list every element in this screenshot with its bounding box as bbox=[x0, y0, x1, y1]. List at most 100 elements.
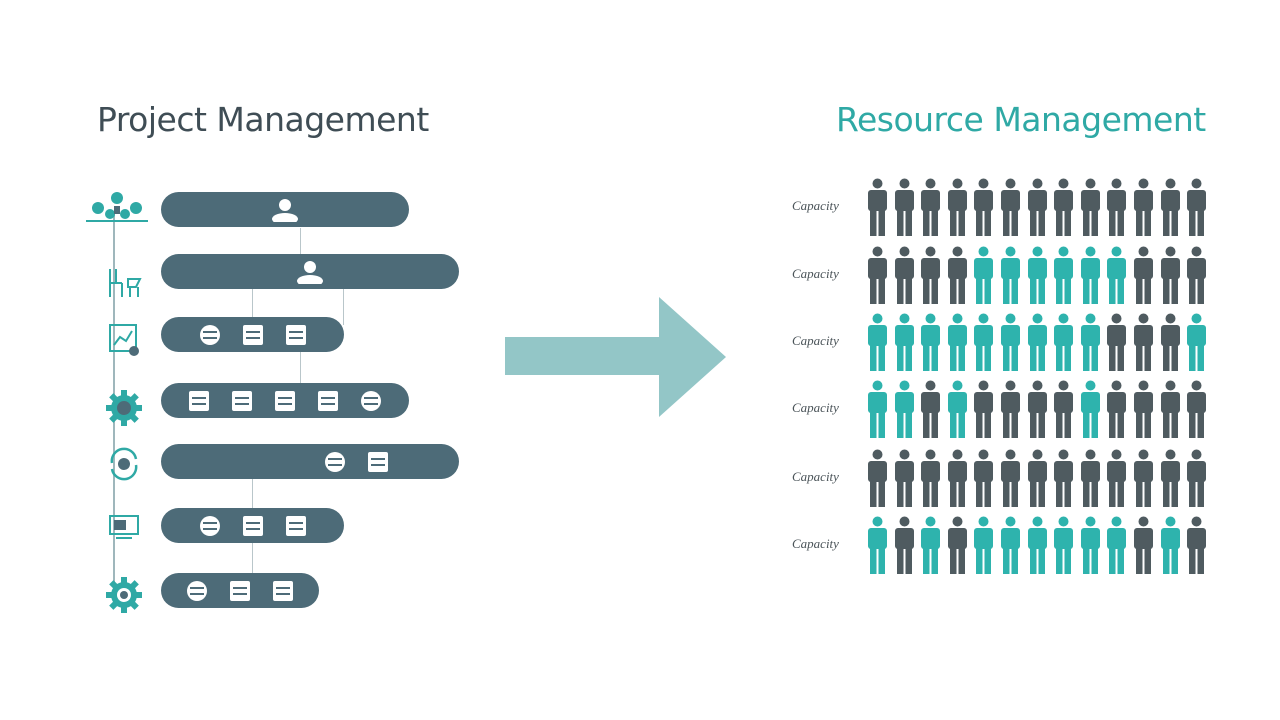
document-icon bbox=[285, 324, 306, 345]
person-icon bbox=[1054, 178, 1074, 236]
document-icon bbox=[230, 580, 250, 601]
person-icon bbox=[1080, 516, 1100, 574]
task-bar[interactable] bbox=[161, 444, 459, 479]
document-icon bbox=[273, 580, 293, 601]
person-icon bbox=[1080, 380, 1100, 438]
connector bbox=[252, 289, 253, 317]
document-icon bbox=[199, 324, 220, 345]
capacity-row bbox=[866, 449, 1208, 507]
person-icon bbox=[1000, 516, 1020, 574]
document-icon bbox=[325, 451, 345, 472]
document-icon bbox=[242, 324, 263, 345]
person-icon bbox=[894, 380, 914, 438]
person-icon bbox=[921, 516, 941, 574]
person-icon bbox=[1133, 516, 1153, 574]
person-icon bbox=[1027, 178, 1047, 236]
person-icon bbox=[1187, 449, 1207, 507]
person-icon bbox=[921, 178, 941, 236]
task-bar[interactable] bbox=[161, 383, 409, 418]
connector bbox=[252, 543, 253, 573]
gear-icon bbox=[104, 388, 144, 428]
capacity-row bbox=[866, 380, 1208, 438]
person-icon bbox=[947, 313, 967, 371]
person-icon bbox=[1080, 449, 1100, 507]
person-icon bbox=[1107, 178, 1127, 236]
person-icon bbox=[1187, 516, 1207, 574]
task-bar[interactable] bbox=[161, 317, 344, 352]
person-icon bbox=[1107, 516, 1127, 574]
person-icon bbox=[272, 198, 298, 222]
capacity-row bbox=[866, 516, 1208, 574]
person-icon bbox=[868, 246, 887, 304]
capacity-label: Capacity bbox=[792, 400, 839, 415]
person-icon bbox=[1133, 449, 1153, 507]
person-icon bbox=[1080, 246, 1100, 304]
person-icon bbox=[1000, 246, 1020, 304]
person-icon bbox=[1133, 313, 1153, 371]
capacity-row bbox=[866, 313, 1208, 371]
person-icon bbox=[974, 380, 994, 438]
person-icon bbox=[868, 178, 887, 236]
document-icon bbox=[361, 390, 381, 411]
person-icon bbox=[947, 246, 967, 304]
person-icon bbox=[894, 246, 914, 304]
person-icon bbox=[1160, 516, 1180, 574]
person-icon bbox=[947, 516, 967, 574]
person-icon bbox=[974, 178, 994, 236]
person-icon bbox=[1000, 313, 1020, 371]
document-icon bbox=[187, 580, 207, 601]
person-icon bbox=[894, 449, 914, 507]
capacity-label: Capacity bbox=[792, 198, 839, 213]
capacity-label: Capacity bbox=[792, 266, 839, 281]
connector bbox=[300, 228, 301, 254]
person-icon bbox=[1107, 313, 1127, 371]
person-icon bbox=[921, 380, 941, 438]
project-management-title: Project Management bbox=[97, 100, 429, 139]
person-icon bbox=[1080, 178, 1100, 236]
capacity-label: Capacity bbox=[792, 469, 839, 484]
person-icon bbox=[1054, 516, 1074, 574]
person-icon bbox=[1054, 313, 1074, 371]
monitor-icon bbox=[104, 508, 144, 548]
task-bar[interactable] bbox=[161, 508, 344, 543]
person-icon bbox=[921, 313, 941, 371]
person-icon bbox=[1027, 516, 1047, 574]
person-icon bbox=[1080, 313, 1100, 371]
person-icon bbox=[868, 380, 887, 438]
person-icon bbox=[1133, 178, 1153, 236]
document-icon bbox=[285, 515, 306, 536]
person-icon bbox=[1160, 313, 1180, 371]
person-icon bbox=[1107, 380, 1127, 438]
person-icon bbox=[1054, 449, 1074, 507]
document-icon bbox=[199, 515, 220, 536]
document-icon bbox=[368, 451, 388, 472]
capacity-row bbox=[866, 246, 1208, 304]
task-bar[interactable] bbox=[161, 192, 409, 227]
chair-desk-icon bbox=[106, 263, 144, 303]
team-network-icon bbox=[86, 188, 148, 228]
task-bar[interactable] bbox=[161, 573, 319, 608]
right-arrow-icon bbox=[502, 295, 727, 419]
person-icon bbox=[868, 449, 887, 507]
person-icon bbox=[947, 178, 967, 236]
person-icon bbox=[1000, 380, 1020, 438]
document-icon bbox=[232, 390, 252, 411]
person-icon bbox=[1054, 380, 1074, 438]
person-icon bbox=[894, 313, 914, 371]
capacity-row bbox=[866, 178, 1208, 236]
person-icon bbox=[1160, 178, 1180, 236]
person-icon bbox=[947, 449, 967, 507]
person-icon bbox=[1107, 449, 1127, 507]
person-icon bbox=[1160, 246, 1180, 304]
person-icon bbox=[1187, 178, 1207, 236]
person-icon bbox=[921, 449, 941, 507]
gear-icon bbox=[104, 575, 144, 615]
chart-doc-icon bbox=[104, 320, 144, 360]
person-icon bbox=[1000, 178, 1020, 236]
connector bbox=[252, 479, 253, 508]
person-icon bbox=[974, 449, 994, 507]
person-icon bbox=[1027, 246, 1047, 304]
task-bar[interactable] bbox=[161, 254, 459, 289]
document-icon bbox=[275, 390, 295, 411]
person-icon bbox=[894, 516, 914, 574]
